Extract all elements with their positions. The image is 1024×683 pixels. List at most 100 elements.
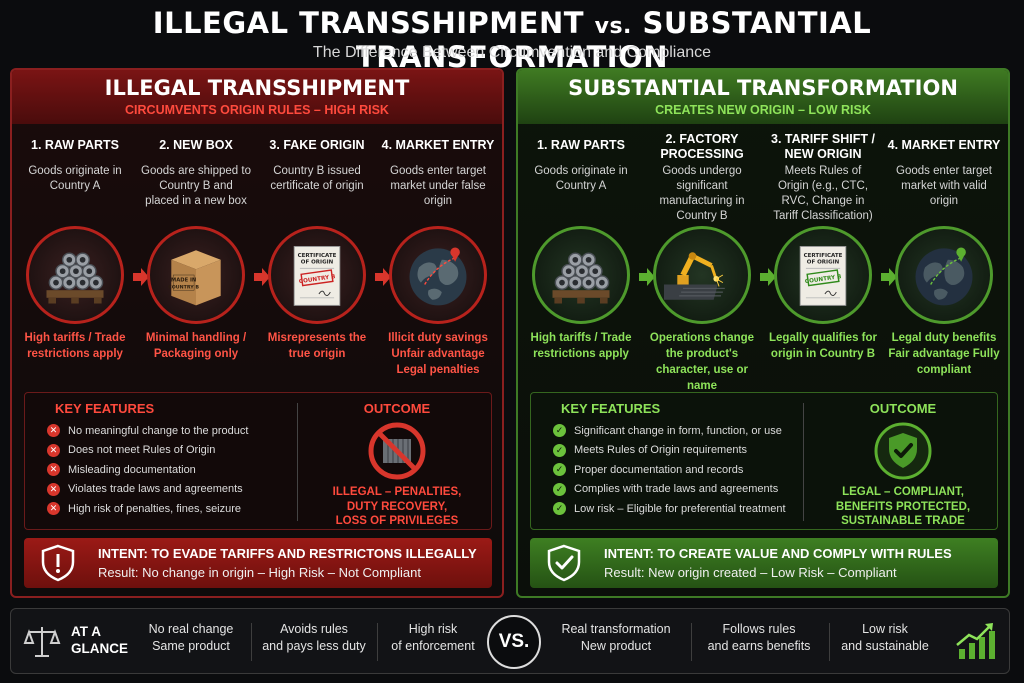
step-description: Goods undergo significant manufacturing … (659, 165, 745, 222)
outcome-line: LEGAL – COMPLIANT, (842, 486, 964, 498)
arrow-right-icon (881, 268, 897, 286)
step-result: Minimal handling / Packaging only (145, 332, 247, 360)
step-description: Goods are shipped to Country B and place… (141, 165, 251, 207)
divider (803, 403, 804, 521)
globe-icon (895, 226, 993, 324)
page-title: ILLEGAL TRANSSHIPMENT vs. SUBSTANTIAL TR… (0, 6, 1024, 74)
feature-text: Significant change in form, function, or… (574, 424, 782, 437)
glance-heading: AT A GLANCE (71, 624, 128, 656)
intent-title: INTENT: TO EVADE TARIFFS AND RESTRICTONS… (98, 546, 477, 561)
outcome-text: LEGAL – COMPLIANT, BENEFITS PROTECTED, S… (807, 485, 999, 529)
step-title: 1. RAW PARTS (537, 138, 625, 152)
intent-title: INTENT: TO CREATE VALUE AND COMPLY WITH … (604, 546, 952, 561)
feature-text: Meets Rules of Origin requirements (574, 444, 748, 457)
step-result: Misrepresents the true origin (267, 332, 367, 360)
divider (691, 623, 692, 661)
step-market-entry: 4. MARKET ENTRY Goods enter target marke… (379, 130, 497, 450)
outcome-line: DUTY RECOVERY, (346, 500, 448, 513)
glance-left-item: Avoids rules and pays less duty (259, 621, 369, 655)
svg-text:CERTIFICATE: CERTIFICATE (804, 253, 843, 259)
features-title: KEY FEATURES (55, 401, 155, 416)
list-item: ✕ High risk of penalties, fines, seizure (47, 499, 295, 519)
step-raw-parts: 1. RAW PARTS Goods originate in Country … (16, 130, 134, 450)
step-title: 2. FACTORY PROCESSING (660, 132, 744, 161)
glance-line: of enforcement (391, 639, 475, 653)
arrow-right-icon (639, 268, 655, 286)
glance-line: and sustainable (841, 639, 929, 653)
step-fake-origin: 3. FAKE ORIGIN Country B issued certific… (258, 130, 376, 450)
list-item: ✓ Proper documentation and records (553, 460, 801, 480)
features-list: ✕ No meaningful change to the product ✕ Do… (25, 421, 295, 519)
x-mark-icon: ✕ (47, 424, 60, 438)
panel-header: ILLEGAL TRANSSHIPMENT CIRCUMVENTS ORIGIN… (12, 70, 502, 124)
step-title: 4. MARKET ENTRY (887, 138, 1001, 152)
steel-pipes-icon (26, 226, 124, 324)
list-item: ✓Complies with trade laws and agreements (553, 480, 801, 500)
svg-text:COUNTRY B: COUNTRY B (805, 274, 842, 285)
check-icon: ✓ (553, 424, 566, 438)
key-features-box: KEY FEATURES ✕ No meaningful change to th… (24, 392, 492, 530)
title-left: ILLEGAL TRANSSHIPMENT (152, 6, 585, 40)
list-item: ✕Misleading documentation (47, 460, 295, 480)
glance-right-item: Follows rules and earns benefits (699, 621, 819, 655)
process-steps: 1. RAW PARTS Goods originate in Country … (12, 130, 502, 450)
check-shield-icon (874, 422, 932, 480)
step-title: 1. RAW PARTS (31, 138, 119, 152)
svg-text:MADE IN: MADE IN (171, 278, 196, 284)
scales-icon (23, 627, 61, 657)
x-mark-icon: ✕ (47, 443, 60, 457)
vs-badge: VS. (487, 615, 541, 669)
glance-line: Real transformation (561, 622, 671, 636)
feature-text: Violates trade laws and agreements (68, 483, 243, 496)
glance-left-item: No real change Same product (141, 621, 241, 655)
svg-text:OF ORIGIN: OF ORIGIN (807, 260, 840, 266)
arrow-right-icon (760, 268, 776, 286)
intent-banner: INTENT: TO CREATE VALUE AND COMPLY WITH … (530, 538, 998, 588)
list-item: ✕ Does not meet Rules of Origin (47, 441, 295, 461)
step-result: Operations change the product's characte… (649, 332, 755, 392)
arrow-right-icon (375, 268, 391, 286)
glance-right-item: Low risk and sustainable (835, 621, 935, 655)
check-icon: ✓ (553, 443, 566, 457)
list-item: ✓Low risk – Eligible for preferential tr… (553, 499, 801, 519)
step-result: Legal duty benefits Fair advantage Fully… (888, 332, 1000, 376)
feature-text: No meaningful change to the product (68, 424, 249, 437)
feature-text: Proper documentation and records (574, 463, 744, 476)
cardboard-box-icon: MADE IN COUNTRY B (147, 226, 245, 324)
step-description: Goods enter target market under false or… (390, 165, 486, 207)
feature-text: Does not meet Rules of Origin (68, 444, 216, 457)
warning-shield-icon (41, 544, 75, 582)
certificate-icon: CERTIFICATE OF ORIGIN COUNTRY B (268, 226, 366, 324)
outcome-line: ILLEGAL – PENALTIES, (332, 486, 462, 498)
step-result: High tariffs / Trade restrictions apply (530, 332, 632, 360)
divider (297, 403, 298, 521)
step-title: 3. TARIFF SHIFT / NEW ORIGIN (771, 132, 875, 161)
key-features-box: KEY FEATURES ✓Significant change in form… (530, 392, 998, 530)
step-description: Goods originate in Country A (28, 165, 122, 192)
x-mark-icon: ✕ (47, 502, 60, 516)
key-features: KEY FEATURES ✓Significant change in form… (531, 393, 801, 529)
divider (829, 623, 830, 661)
feature-text: High risk of penalties, fines, seizure (68, 502, 242, 515)
panel-header: SUBSTANTIAL TRANSFORMATION CREATES NEW O… (518, 70, 1008, 124)
key-features: KEY FEATURES ✕ No meaningful change to th… (25, 393, 295, 529)
check-icon: ✓ (553, 463, 566, 477)
prohibited-container-icon (368, 422, 426, 480)
features-list: ✓ Significant change in form, function, o… (531, 421, 801, 519)
globe-icon (389, 226, 487, 324)
panel-subtitle: CIRCUMVENTS ORIGIN RULES – HIGH RISK (125, 103, 389, 117)
robot-arm-icon (653, 226, 751, 324)
panel-title: ILLEGAL TRANSSHIPMENT (104, 76, 410, 100)
arrow-right-icon (254, 268, 270, 286)
step-raw-parts: 1. RAW PARTS Goods originate in Country … (522, 130, 640, 450)
check-shield-icon (547, 544, 581, 582)
feature-text: Complies with trade laws and agreements (574, 483, 779, 496)
glance-line: No real change (148, 622, 234, 636)
glance-left-item: High risk of enforcement (383, 621, 483, 655)
glance-line: Follows rules (722, 622, 796, 636)
growth-chart-icon (956, 623, 995, 659)
steel-pipes-icon (532, 226, 630, 324)
list-item: ✕Violates trade laws and agreements (47, 480, 295, 500)
outcome-text: ILLEGAL – PENALTIES, DUTY RECOVERY, LOSS… (301, 485, 493, 529)
glance-line: and earns benefits (707, 639, 811, 653)
